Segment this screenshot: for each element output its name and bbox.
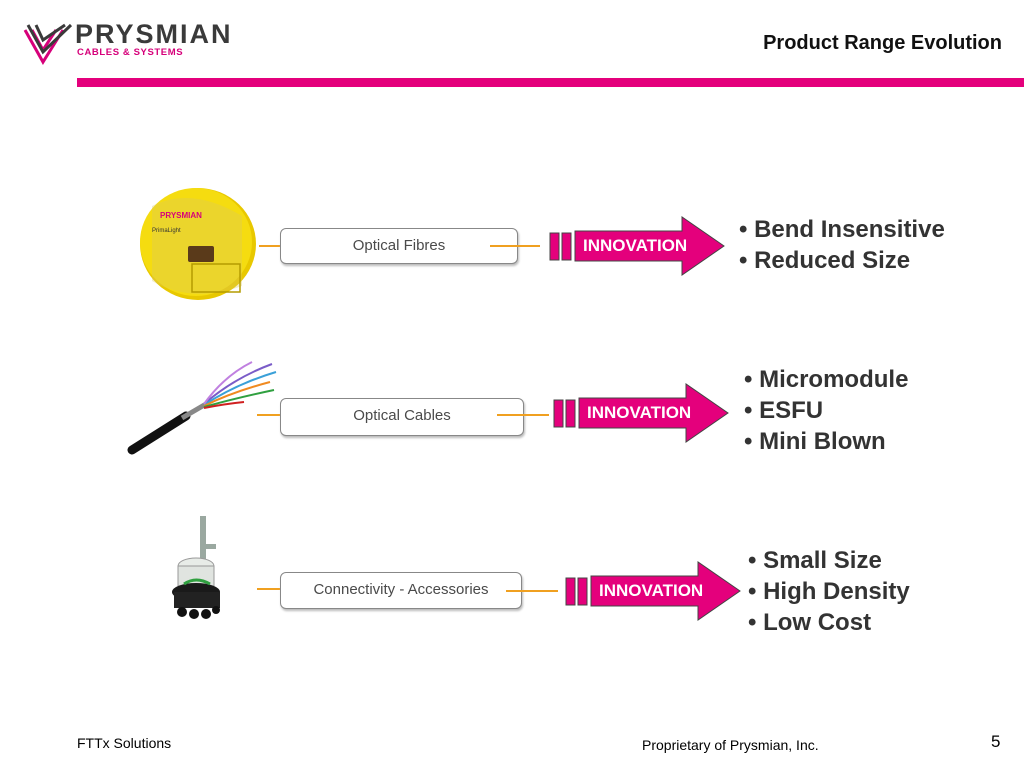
- brand-subtitle: CABLES & SYSTEMS: [77, 47, 184, 58]
- innovation-label: INNOVATION: [587, 403, 692, 422]
- footer-center: Proprietary of Prysmian, Inc.: [642, 737, 819, 753]
- feature-item: • Mini Blown: [744, 428, 886, 455]
- feature-item: • ESFU: [744, 397, 824, 424]
- optical-cable-image: [127, 361, 277, 455]
- category-label: Optical Cables: [353, 407, 451, 424]
- fiber-spool-image: PRYSMIAN PrimaLight: [140, 188, 256, 300]
- feature-item: • Reduced Size: [739, 247, 911, 274]
- feature-list: • Bend Insensitive • Reduced Size: [739, 214, 945, 276]
- innovation-label: INNOVATION: [583, 236, 688, 255]
- feature-list: • Micromodule • ESFU • Mini Blown: [744, 364, 908, 457]
- feature-item: • High Density: [748, 578, 910, 605]
- innovation-label: INNOVATION: [599, 581, 704, 600]
- connector-line: [506, 590, 558, 592]
- page-number: 5: [991, 732, 1001, 751]
- innovation-arrow: [553, 383, 729, 443]
- connector-line: [490, 245, 540, 247]
- footer-left: FTTx Solutions: [77, 735, 172, 751]
- header-divider: [77, 78, 1024, 87]
- feature-item: • Bend Insensitive: [739, 216, 945, 243]
- category-box-optical-cables: Optical Cables: [280, 398, 524, 436]
- brand-name: PRYSMIAN: [75, 19, 233, 49]
- feature-list: • Small Size • High Density • Low Cost: [748, 545, 910, 638]
- feature-item: • Low Cost: [748, 609, 872, 636]
- category-label: Connectivity - Accessories: [313, 581, 489, 598]
- prysmian-logo-icon: [23, 23, 73, 65]
- page-title: Product Range Evolution: [763, 32, 1002, 54]
- innovation-arrow: [565, 561, 741, 621]
- connectivity-enclosure-image: [172, 516, 220, 619]
- spool-brand: PRYSMIAN: [160, 211, 202, 220]
- feature-item: • Micromodule: [744, 366, 909, 393]
- connector-line: [497, 414, 549, 416]
- category-label: Optical Fibres: [352, 237, 446, 254]
- category-box-connectivity: Connectivity - Accessories: [280, 572, 522, 609]
- category-box-optical-fibres: Optical Fibres: [280, 228, 518, 264]
- feature-item: • Small Size: [748, 547, 882, 574]
- spool-label: PrimaLight: [152, 228, 181, 234]
- innovation-arrow: [549, 216, 725, 276]
